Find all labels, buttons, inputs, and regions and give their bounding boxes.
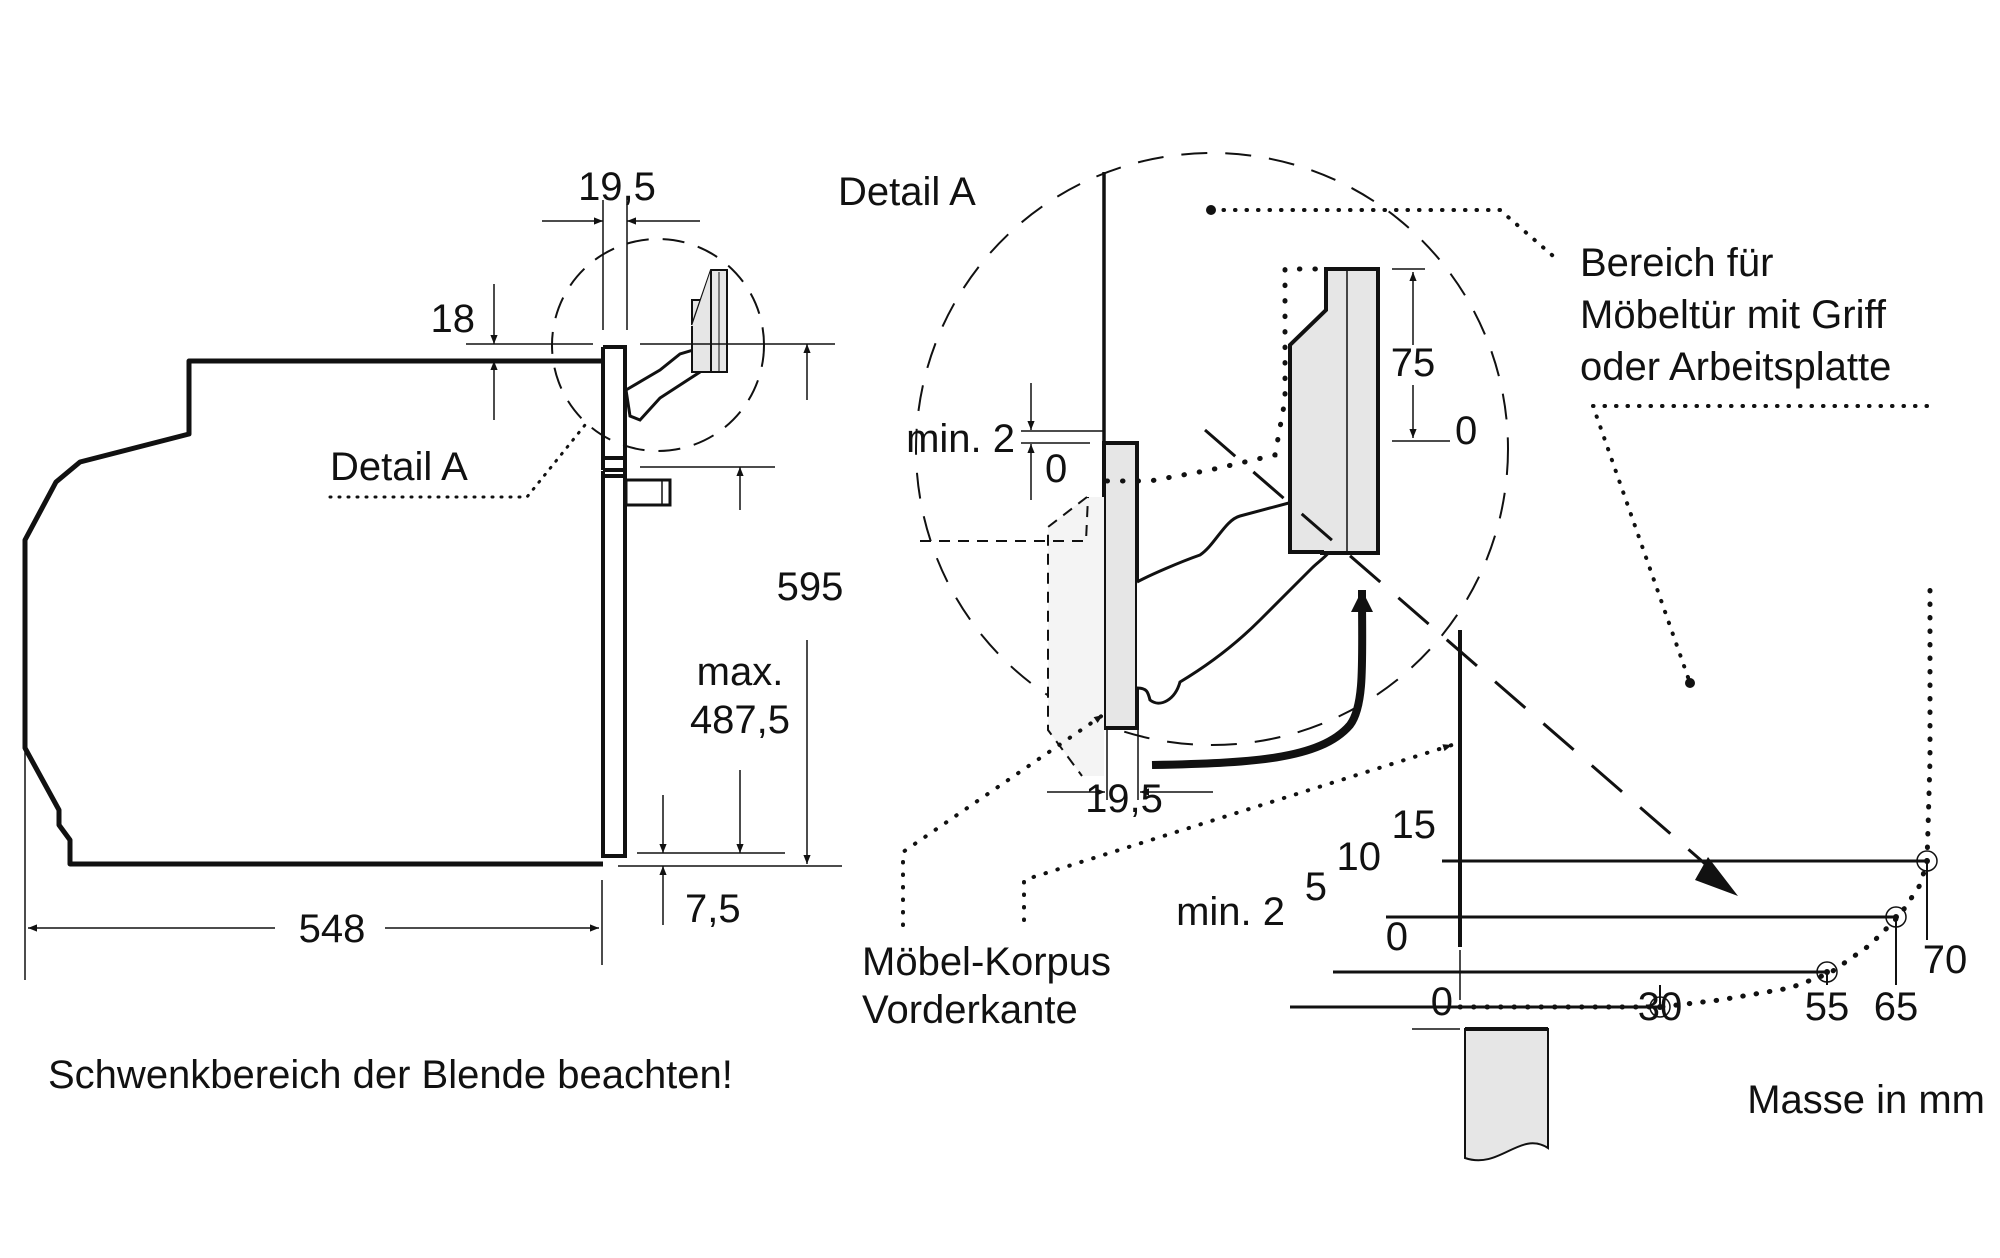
- dim-gap-top: 19,5: [578, 165, 656, 209]
- detail-a-title: Detail A: [838, 170, 976, 214]
- chart-point-30: [1649, 996, 1671, 1018]
- chart-point-dot-65: [1893, 914, 1899, 920]
- door-panel: [1102, 441, 1139, 730]
- x-label-55: 55: [1805, 985, 1850, 1029]
- dim-zero-right: 0: [1455, 409, 1477, 453]
- detail-a-view: Detail A 75 0 min. 2 0: [838, 152, 1929, 1032]
- chart-point-dot-55: [1824, 969, 1830, 975]
- y-label-10: 10: [1337, 835, 1382, 879]
- dim-max-value: 487,5: [690, 698, 790, 742]
- dim-zero-left: 0: [1045, 447, 1067, 491]
- chart-point-dot-30: [1657, 1004, 1663, 1010]
- callout-cabinet-line1: Möbel-Korpus: [862, 940, 1111, 984]
- chart-point-70: [1916, 850, 1938, 872]
- oven-body-outline: [22, 358, 603, 867]
- dim-depth: 548: [299, 907, 366, 951]
- callout-cabinet-line2: Vorderkante: [862, 988, 1078, 1032]
- detail-a-circle: [915, 152, 1509, 746]
- y-label-0: 0: [1386, 915, 1408, 959]
- dim-bottom-offset: 7,5: [685, 887, 741, 931]
- x-label-70: 70: [1923, 938, 1968, 982]
- handle-panel: [1288, 267, 1380, 555]
- chart-point-dot-70: [1924, 858, 1930, 864]
- chart-point-55: [1816, 961, 1838, 983]
- dim-gap-bottom: 19,5: [1085, 777, 1163, 821]
- dim-handle-height: 75: [1391, 341, 1436, 385]
- units-note: Masse in mm: [1747, 1078, 1985, 1122]
- oven-side-view: 19,5 18 Detail A 595 max. 487,5 7,5 548: [22, 165, 844, 980]
- door-ghost-outline: [1048, 497, 1104, 776]
- dim-max-label: max.: [697, 650, 784, 694]
- x-label-30: 30: [1638, 985, 1683, 1029]
- y-label-5: 5: [1305, 865, 1327, 909]
- x-label-65: 65: [1874, 985, 1919, 1029]
- cabinet-stub: [1464, 1028, 1549, 1162]
- callout-area-line3: oder Arbeitsplatte: [1580, 345, 1891, 389]
- chart-point-65: [1885, 906, 1907, 928]
- detail-a-marker-circle: [551, 238, 765, 452]
- callout-area-line2: Möbeltür mit Griff: [1580, 293, 1887, 337]
- detail-a-label-small: Detail A: [330, 445, 468, 489]
- oven-door-panel: [601, 345, 627, 478]
- swing-path-dashed: [1204, 428, 1734, 890]
- swing-range-note: Schwenkbereich der Blende beachten!: [48, 1053, 733, 1097]
- dim-top-offset: 18: [431, 297, 476, 341]
- x-label-0: 0: [1431, 980, 1453, 1024]
- oven-knob: [624, 478, 672, 507]
- y-label-min2: min. 2: [1176, 890, 1285, 934]
- swing-arrow: [1151, 589, 1374, 769]
- y-label-15: 15: [1392, 803, 1437, 847]
- callout-area-line1: Bereich für: [1580, 241, 1773, 285]
- oven-door-lower: [601, 456, 627, 858]
- dim-min-2: min. 2: [906, 417, 1015, 461]
- swing-range-chart: 15 10 5 min. 2 0 0 30 55 65 70: [1176, 577, 1968, 1162]
- dim-height: 595: [777, 565, 844, 609]
